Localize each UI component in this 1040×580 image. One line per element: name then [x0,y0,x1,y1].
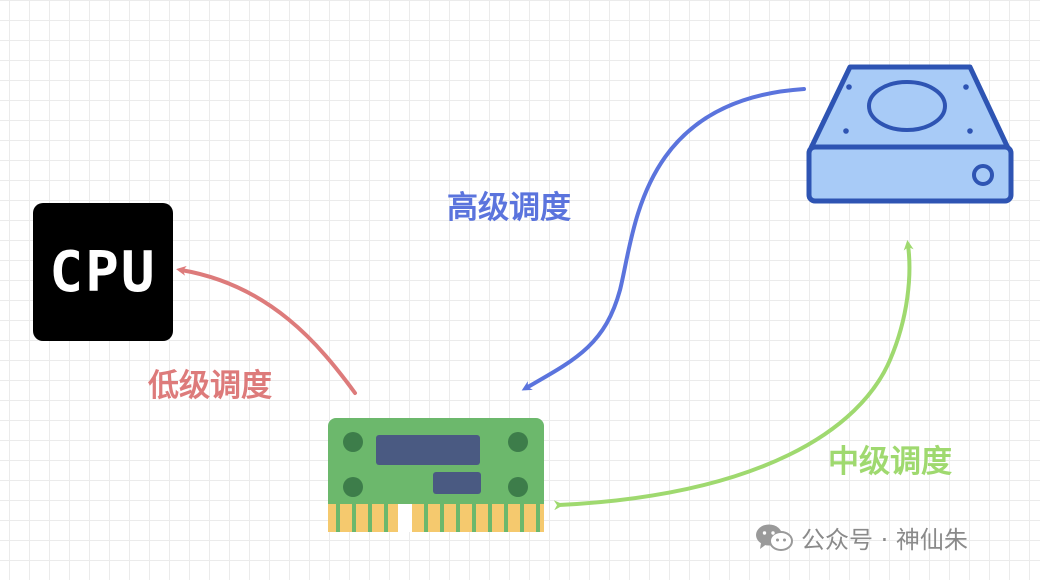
watermark-text: 公众号 · 神仙朱 [801,526,968,554]
low-level-scheduling-arrow [176,265,357,395]
cpu-label: CPU [49,239,157,305]
watermark: 公众号 · 神仙朱 [755,520,968,555]
mid-level-scheduling-arrow [553,240,914,511]
low-level-scheduling-label: 低级调度 [148,368,272,404]
high-level-scheduling-label: 高级调度 [447,190,571,226]
disk-icon [806,64,1014,204]
memory-module-icon [328,418,544,532]
cpu-icon: CPU [33,203,173,341]
mid-level-scheduling-label: 中级调度 [828,444,952,480]
wechat-icon [756,524,793,551]
high-level-scheduling-arrow [521,87,806,391]
